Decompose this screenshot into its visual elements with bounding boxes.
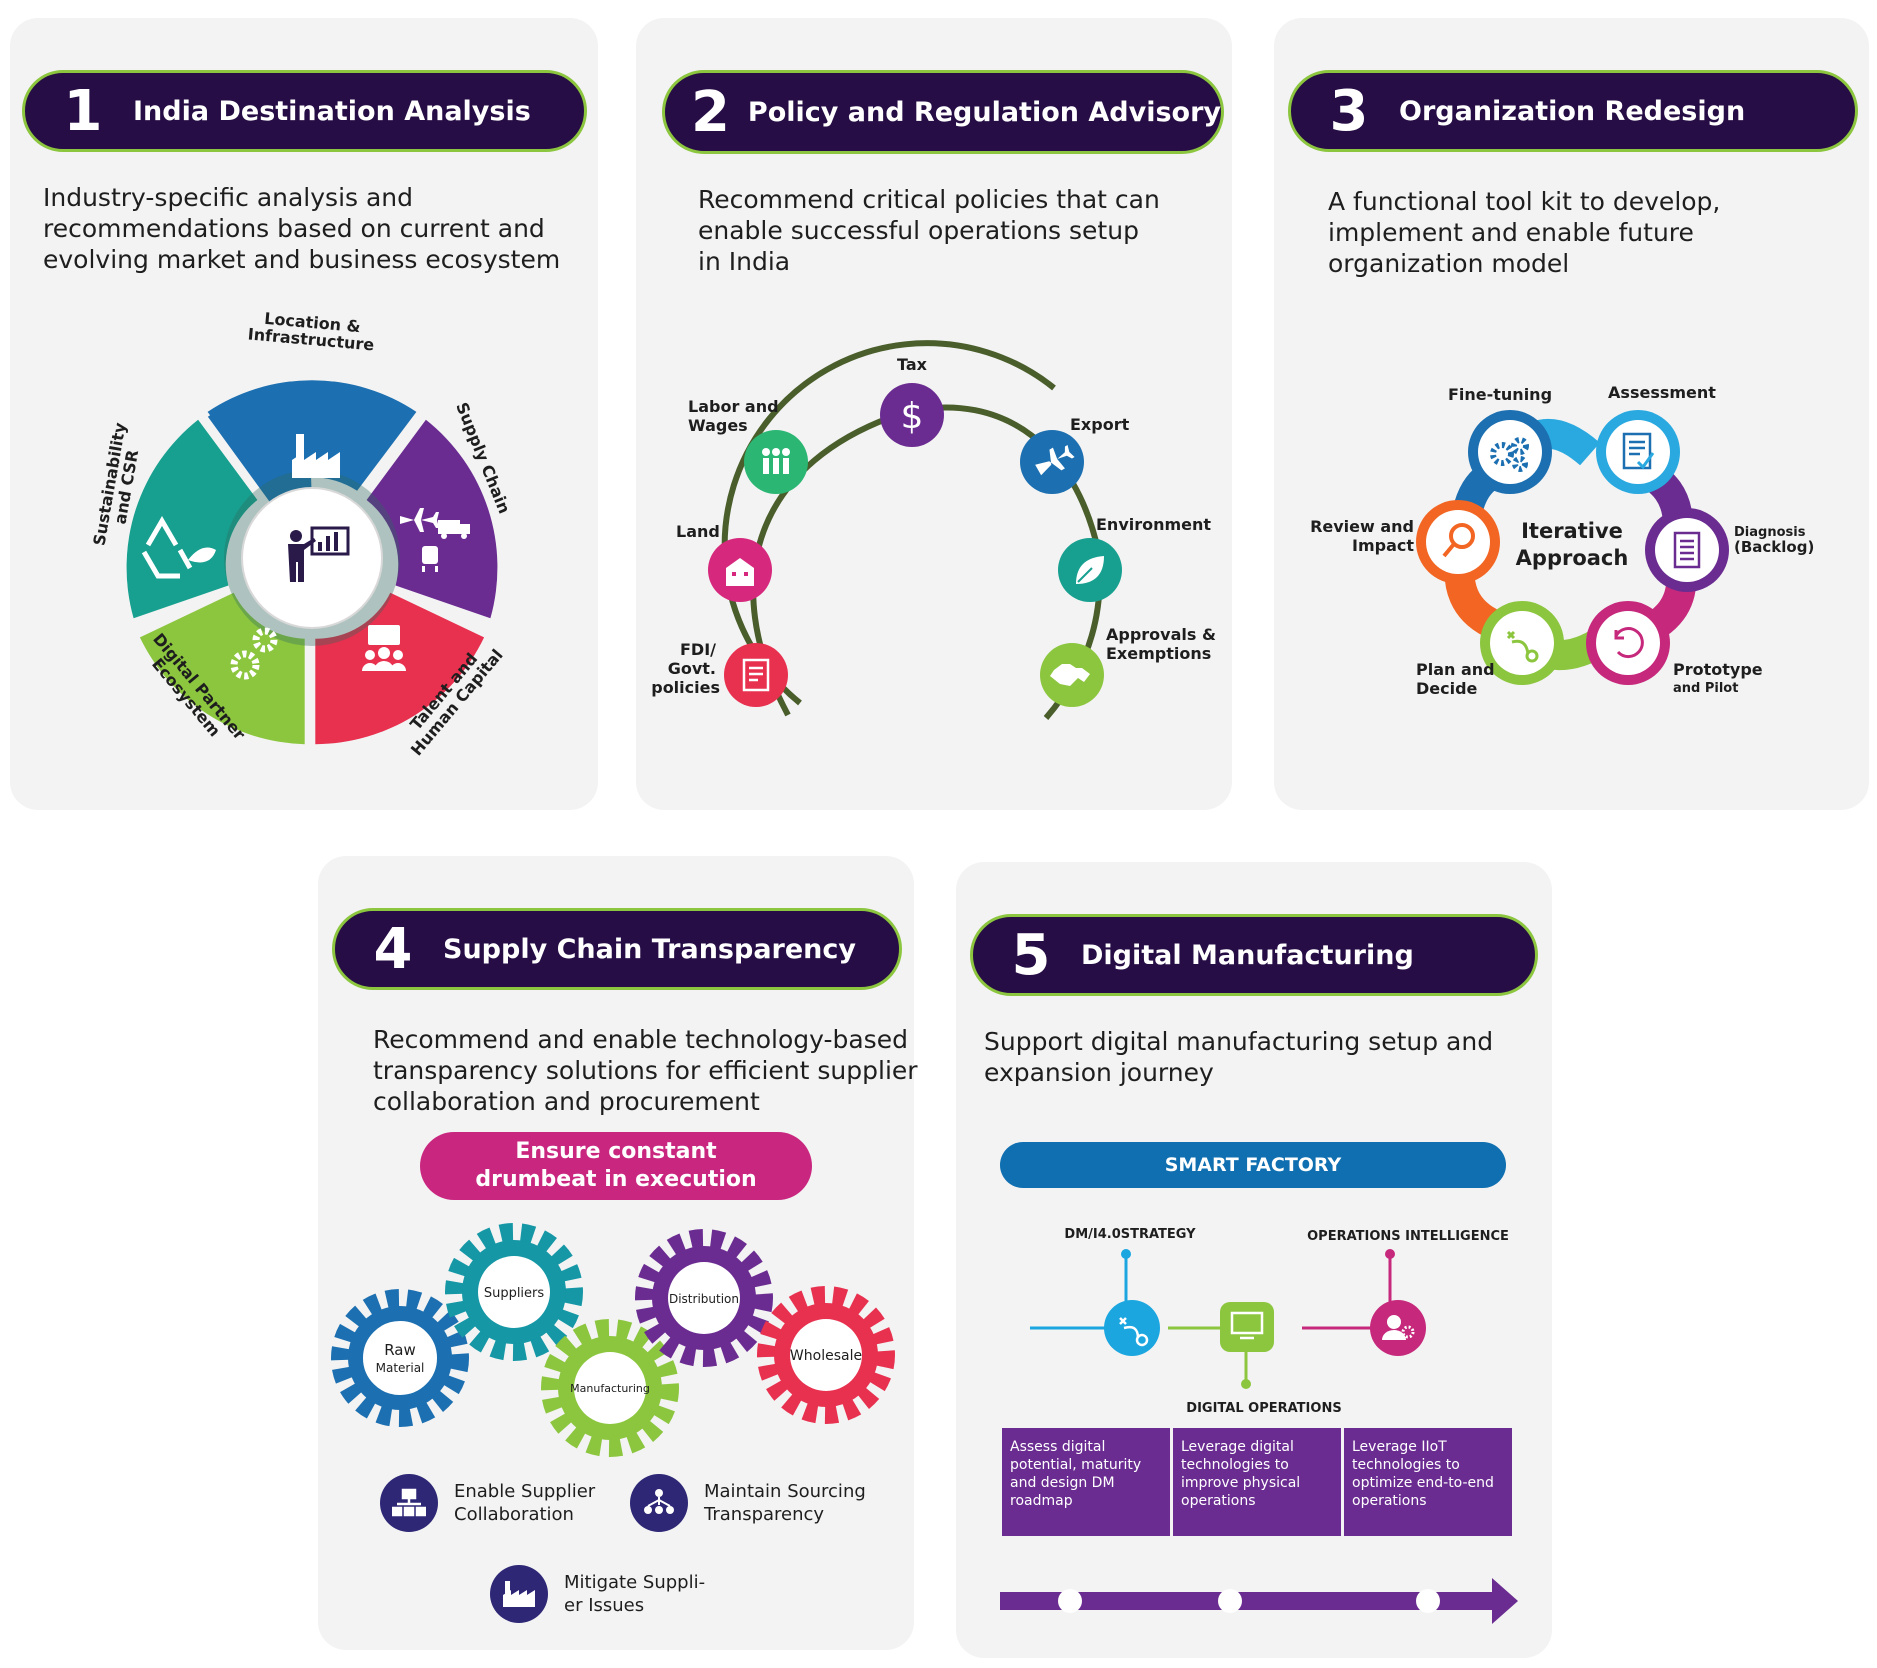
factory-icon [490, 1565, 548, 1623]
airplane-icon [1035, 444, 1075, 476]
card-description: Industry-specific analysis and recommend… [43, 183, 561, 274]
label-fine-tuning: Fine-tuning [1448, 385, 1552, 404]
document-icon [1673, 531, 1701, 569]
gears-icon [1490, 437, 1529, 472]
presenter-icon [288, 526, 350, 582]
magnifier-icon [1442, 523, 1475, 558]
policy-node-tax [880, 383, 944, 447]
bullet-mitigate-supplier-issues: Mitigate Suppli-er Issues [490, 1565, 705, 1623]
banner-card-5: 5 Digital Manufacturing [970, 914, 1538, 996]
banner-card-2: 2 Policy and Regulation Advisory [662, 70, 1224, 154]
building-icon [726, 558, 754, 586]
recycle-icon [141, 516, 193, 579]
wheel-segment-digital-partner [139, 592, 305, 745]
path-icon [1119, 1317, 1149, 1347]
gear-label-manufacturing: Manufacturing [570, 1382, 650, 1395]
card-number: 3 [1329, 78, 1369, 144]
dollar-icon: $ [901, 396, 924, 437]
card-number: 5 [1011, 922, 1051, 988]
network-icon [380, 1474, 438, 1532]
policy-label-land: Land [676, 522, 720, 541]
wheel-segment-sustainability [126, 419, 258, 619]
label-diagnosis: Diagnosis(Backlog) [1734, 525, 1814, 556]
card-title: India Destination Analysis [133, 95, 531, 127]
card-number: 1 [63, 78, 103, 144]
label-operations-intelligence: OPERATIONS INTELLIGENCE [1307, 1229, 1509, 1244]
handshake-icon [1050, 664, 1090, 686]
label-dm-strategy: DM/I4.0STRATEGY [1064, 1227, 1196, 1242]
banner-card-3: 3 Organization Redesign [1288, 70, 1858, 152]
wheel-label-location: Location &Infrastructure [247, 308, 377, 355]
policy-label-export: Export [1070, 415, 1130, 434]
card-number: 4 [373, 916, 413, 982]
gear-label-wholesale: Wholesale [790, 1348, 862, 1364]
progress-arrow [1000, 1578, 1518, 1624]
node-digital-operations [1220, 1302, 1274, 1352]
card-title: Supply Chain Transparency [443, 933, 856, 965]
user-gear-icon [1382, 1315, 1415, 1340]
policy-label-tax: Tax [897, 355, 928, 374]
digital-manufacturing-timeline: DM/I4.0STRATEGY DIGITAL OPERATIONS OPERA… [1030, 1227, 1509, 1416]
transport-icon [400, 508, 470, 572]
people-icon [362, 625, 406, 671]
policy-label-approvals: Approvals &Exemptions [1106, 625, 1216, 663]
document-icon [742, 658, 770, 692]
label-digital-operations: DIGITAL OPERATIONS [1186, 1401, 1341, 1416]
smart-factory-bar: SMART FACTORY [1000, 1142, 1506, 1188]
gears-icon [230, 627, 278, 680]
node-operations-intelligence [1370, 1300, 1426, 1356]
card-title: Policy and Regulation Advisory [747, 96, 1221, 128]
card-description: Support digital manufacturing setup and … [984, 1027, 1494, 1087]
path-icon [1506, 630, 1539, 663]
card-number: 2 [690, 79, 730, 145]
workers-icon [762, 448, 790, 474]
card-description: Recommend critical policies that can ena… [698, 185, 1160, 276]
card-title: Organization Redesign [1399, 95, 1746, 127]
banner-card-4: 4 Supply Chain Transparency [332, 908, 902, 990]
monitor-icon [1230, 1311, 1264, 1340]
policy-label-environment: Environment [1096, 515, 1211, 534]
policy-label-fdi: FDI/Govt.policies [651, 640, 720, 697]
cycle-icon [1614, 627, 1644, 659]
card-title: Digital Manufacturing [1081, 939, 1414, 971]
destination-wheel: Location &Infrastructure Supply Chain Ta… [89, 308, 514, 759]
hierarchy-icon [630, 1474, 688, 1532]
card-description: Recommend and enable technology-based tr… [373, 1025, 918, 1116]
gear-label-suppliers: Suppliers [484, 1286, 545, 1301]
label-assessment: Assessment [1608, 383, 1716, 402]
gear-label-distribution: Distribution [669, 1292, 739, 1306]
checklist-icon [1622, 432, 1655, 470]
factory-icon [292, 434, 340, 478]
banner-card-1: 1 India Destination Analysis [22, 70, 587, 152]
card-description: A functional tool kit to develop, implem… [1328, 187, 1721, 278]
